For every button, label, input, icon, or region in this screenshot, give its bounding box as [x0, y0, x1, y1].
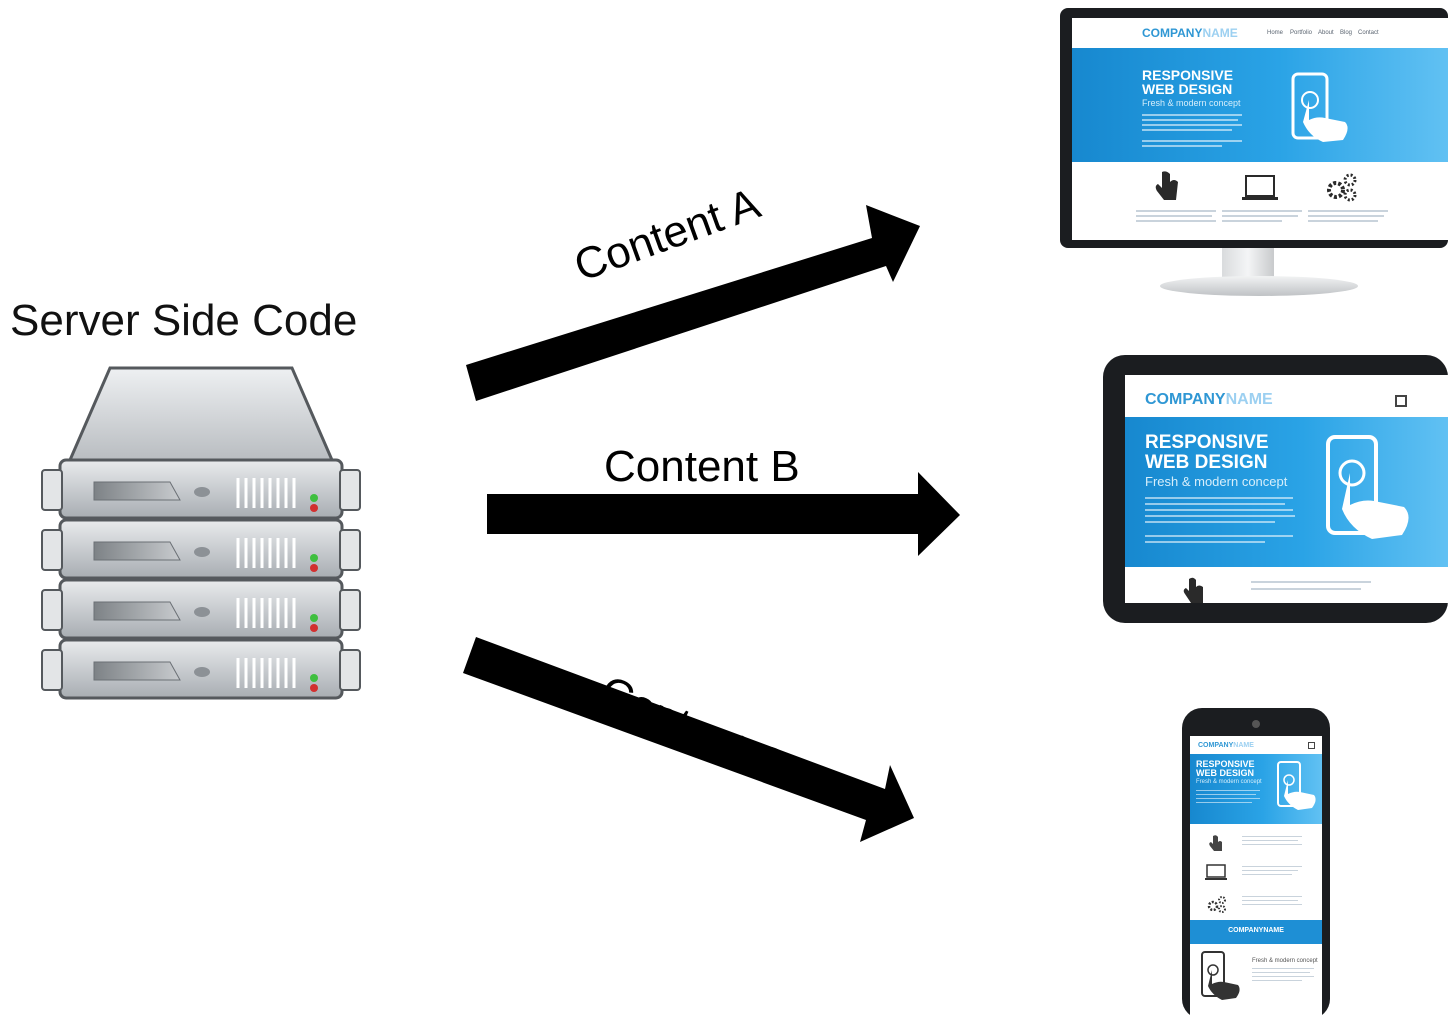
smartphone-touch-icon — [1277, 761, 1316, 810]
phone-brand-band: COMPANYNAME — [1190, 920, 1322, 944]
arrow-content-c — [463, 637, 914, 842]
tablet-hero: RESPONSIVE WEB DESIGN Fresh & modern con… — [1125, 417, 1448, 567]
desktop-hero-title-2: WEB DESIGN — [1142, 81, 1233, 97]
desktop-hero-title-1: RESPONSIVE — [1142, 67, 1234, 83]
menu-icon[interactable] — [1308, 742, 1315, 749]
desktop-monitor: COMPANYNAME Home Portfolio About Blog Co… — [1060, 8, 1448, 248]
tablet-screen: COMPANYNAME RESPONSIVE WEB DESIGN Fresh … — [1125, 375, 1448, 603]
menu-icon[interactable] — [1395, 395, 1407, 407]
laptop-icon — [1205, 864, 1227, 880]
nav-contact[interactable]: Contact — [1358, 30, 1379, 36]
touch-hand-icon — [1209, 835, 1222, 851]
smartphone-touch-icon — [1326, 435, 1409, 539]
monitor-base — [1160, 276, 1358, 296]
tablet-hero-subtitle: Fresh & modern concept — [1145, 474, 1288, 489]
desktop-screen: COMPANYNAME Home Portfolio About Blog Co… — [1072, 18, 1448, 240]
server-rack-icon — [41, 366, 361, 700]
nav-about[interactable]: About — [1318, 30, 1334, 36]
phone-hero-title-1: RESPONSIVE — [1196, 759, 1255, 769]
tablet-brand: COMPANYNAME — [1145, 391, 1273, 408]
tablet-hero-title-1: RESPONSIVE — [1145, 432, 1269, 453]
touch-hand-icon — [1155, 171, 1178, 200]
tablet-hero-title-2: WEB DESIGN — [1145, 452, 1268, 473]
phone-hero-title-2: WEB DESIGN — [1196, 768, 1255, 778]
phone-camera — [1252, 720, 1260, 728]
nav-home[interactable]: Home — [1267, 30, 1284, 36]
phone: COMPANYNAME RESPONSIVE WEB DESIGN Fresh … — [1182, 708, 1330, 1019]
phone-screen: COMPANYNAME RESPONSIVE WEB DESIGN Fresh … — [1190, 736, 1322, 1019]
phone-promo-subtitle: Fresh & modern concept — [1252, 958, 1318, 964]
desktop-hero: RESPONSIVE WEB DESIGN Fresh & modern con… — [1072, 48, 1448, 162]
touch-hand-icon — [1183, 577, 1203, 603]
server-label: Server Side Code — [10, 296, 358, 345]
tablet: COMPANYNAME RESPONSIVE WEB DESIGN Fresh … — [1103, 355, 1448, 623]
smartphone-touch-icon — [1201, 951, 1240, 1000]
desktop-brand: COMPANYNAME — [1142, 26, 1238, 40]
desktop-hero-subtitle: Fresh & modern concept — [1142, 98, 1241, 108]
nav-blog[interactable]: Blog — [1340, 30, 1353, 36]
arrow-content-a — [466, 205, 920, 401]
arrow-label-b: Content B — [604, 442, 800, 491]
phone-brand: COMPANYNAME — [1198, 742, 1254, 749]
laptop-icon — [1242, 175, 1278, 200]
monitor-stand — [1222, 248, 1274, 278]
arrow-content-b — [487, 472, 960, 556]
phone-hero-subtitle: Fresh & modern concept — [1196, 779, 1262, 785]
smartphone-touch-icon — [1291, 72, 1348, 142]
nav-portfolio[interactable]: Portfolio — [1290, 30, 1313, 36]
gears-icon — [1207, 896, 1226, 913]
gears-icon — [1327, 173, 1357, 202]
phone-hero: RESPONSIVE WEB DESIGN Fresh & modern con… — [1190, 754, 1322, 824]
